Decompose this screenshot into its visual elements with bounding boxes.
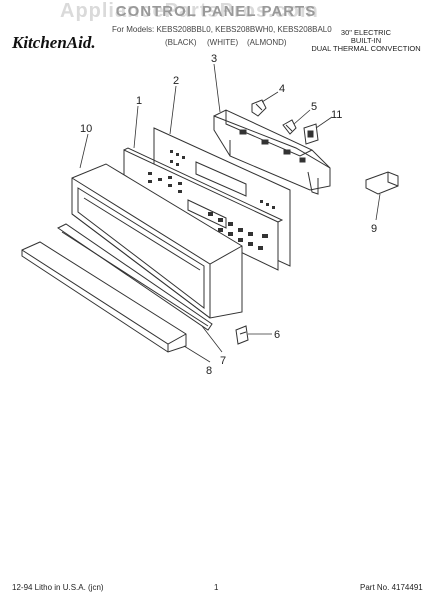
callout-11: 11 — [331, 109, 342, 121]
desc-line-1: 30" ELECTRIC — [340, 28, 392, 37]
appliance-description: 30" ELECTRIC BUILT-IN DUAL THERMAL CONVE… — [300, 29, 432, 53]
brand-logo: KitchenAid. — [12, 33, 96, 52]
footer-litho: 12-94 Litho in U.S.A. (jcn) — [12, 583, 104, 592]
desc-line-2: BUILT-IN — [350, 36, 382, 45]
part-8-lower-trim — [21, 241, 187, 353]
callout-8: 8 — [206, 365, 212, 377]
callout-7: 7 — [220, 355, 226, 367]
callout-9: 9 — [371, 223, 377, 235]
color-almond: (ALMOND) — [247, 38, 287, 47]
part-10-trim-frame — [71, 163, 243, 319]
models-line: For Models: KEBS208BBL0, KEBS208BWH0, KE… — [112, 25, 332, 34]
color-black: (BLACK) — [165, 38, 197, 47]
part-3-control-bracket — [213, 109, 331, 195]
callout-1: 1 — [136, 95, 142, 107]
callout-2: 2 — [173, 75, 179, 87]
desc-line-3: DUAL THERMAL CONVECTION — [311, 44, 421, 53]
color-white: (WHITE) — [207, 38, 239, 47]
callout-6: 6 — [274, 329, 280, 341]
watermark-text: AppliancePartsPros.com — [60, 0, 319, 22]
part-7-trim-strip — [57, 223, 213, 331]
callout-4: 4 — [279, 83, 285, 95]
callout-5: 5 — [311, 101, 317, 113]
leader-lines — [79, 63, 381, 363]
footer-page-number: 1 — [214, 583, 219, 592]
footer-part-number: Part No. 4174491 — [360, 583, 423, 592]
callout-10: 10 — [80, 123, 92, 135]
part-9-bracket — [365, 171, 399, 195]
part-4-clip — [251, 99, 267, 117]
part-11-switch — [303, 123, 319, 145]
page-title: CONTROL PANEL PARTS — [115, 3, 317, 20]
callout-3: 3 — [211, 53, 217, 65]
part-5-spring-clip — [282, 119, 297, 135]
part-6-clip — [235, 325, 249, 345]
